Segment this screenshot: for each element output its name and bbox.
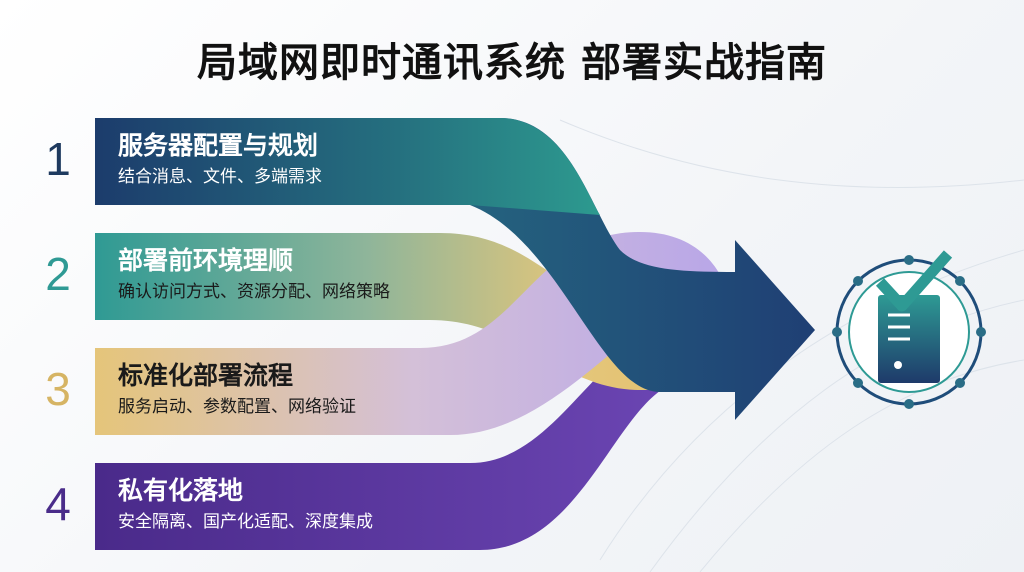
step-heading: 服务器配置与规划: [118, 131, 319, 160]
step-4: 私有化落地 安全隔离、国产化适配、深度集成: [118, 475, 373, 535]
page-title: 局域网即时通讯系统 部署实战指南: [197, 40, 827, 86]
step-subtitle: 服务启动、参数配置、网络验证: [118, 397, 356, 417]
step-subtitle: 结合消息、文件、多端需求: [118, 167, 322, 187]
step-heading: 部署前环境理顺: [118, 246, 294, 275]
ribbon-4: [95, 330, 690, 550]
step-1: 服务器配置与规划 结合消息、文件、多端需求: [118, 130, 322, 190]
step-number-4: 4: [45, 478, 71, 530]
step-3: 标准化部署流程 服务启动、参数配置、网络验证: [118, 360, 356, 420]
server-checkmark-icon: [832, 250, 986, 409]
step-2: 部署前环境理顺 确认访问方式、资源分配、网络策略: [118, 245, 390, 305]
step-subtitle: 安全隔离、国产化适配、深度集成: [118, 512, 373, 532]
step-number-3: 3: [45, 363, 71, 415]
step-subtitle: 确认访问方式、资源分配、网络策略: [118, 282, 390, 302]
step-number-1: 1: [45, 133, 71, 185]
step-heading: 标准化部署流程: [118, 361, 294, 390]
step-number-2: 2: [45, 248, 71, 300]
step-heading: 私有化落地: [118, 476, 244, 505]
